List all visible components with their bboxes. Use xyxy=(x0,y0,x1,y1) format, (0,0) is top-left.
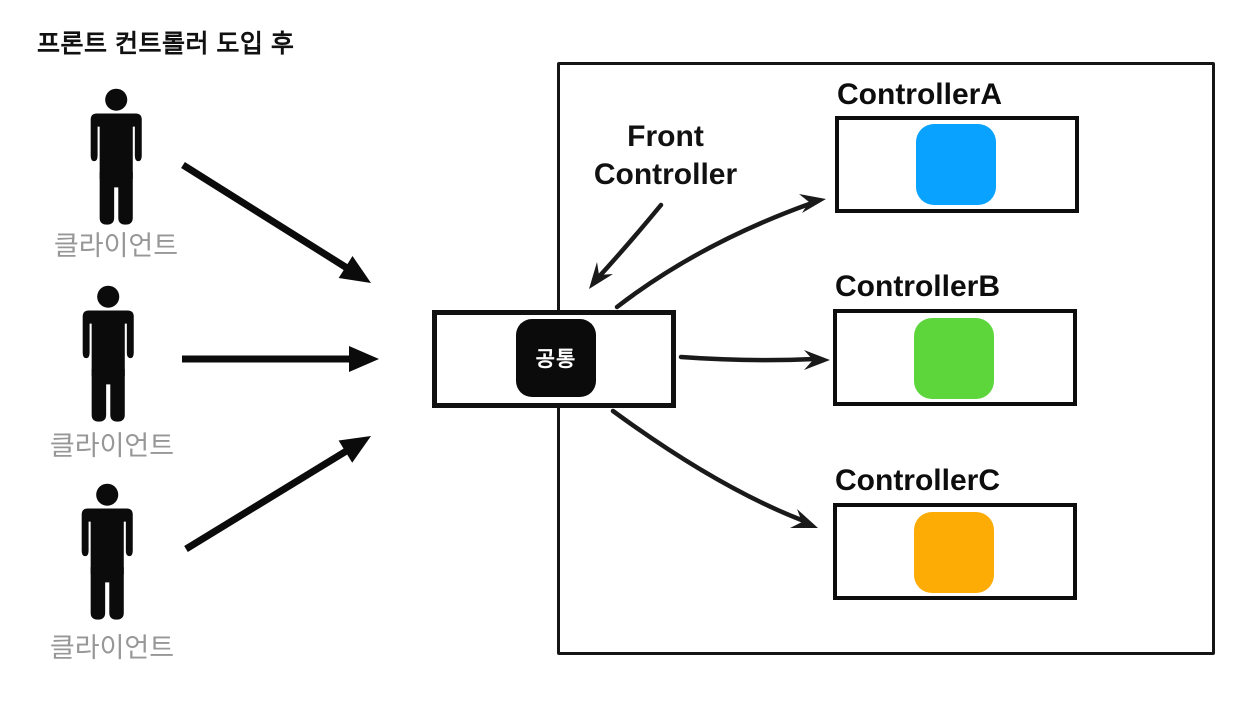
client-2-label: 클라이언트 xyxy=(49,431,175,461)
controller-b-chip xyxy=(914,318,994,399)
client-3-label: 클라이언트 xyxy=(49,633,175,663)
front-controller-label-line2: Controller xyxy=(593,158,738,191)
common-badge: 공통 xyxy=(516,319,596,397)
client-1-person-icon xyxy=(90,88,142,225)
client-3-person-icon xyxy=(81,483,133,620)
front-controller-label-line1: Front xyxy=(627,120,704,153)
client-1-label: 클라이언트 xyxy=(53,231,179,261)
client-2-arrow-icon xyxy=(182,346,379,372)
client-2-person-icon xyxy=(82,285,134,422)
controller-c-title: ControllerC xyxy=(835,464,1000,497)
controller-a-chip xyxy=(916,124,996,205)
client-3-arrow-icon xyxy=(184,436,371,552)
controller-c-chip xyxy=(914,512,994,593)
page-title: 프론트 컨트롤러 도입 후 xyxy=(37,30,295,58)
front-controller-label: Front Controller xyxy=(563,118,768,194)
controller-b-title: ControllerB xyxy=(835,270,1000,303)
controller-a-title: ControllerA xyxy=(837,78,1002,111)
